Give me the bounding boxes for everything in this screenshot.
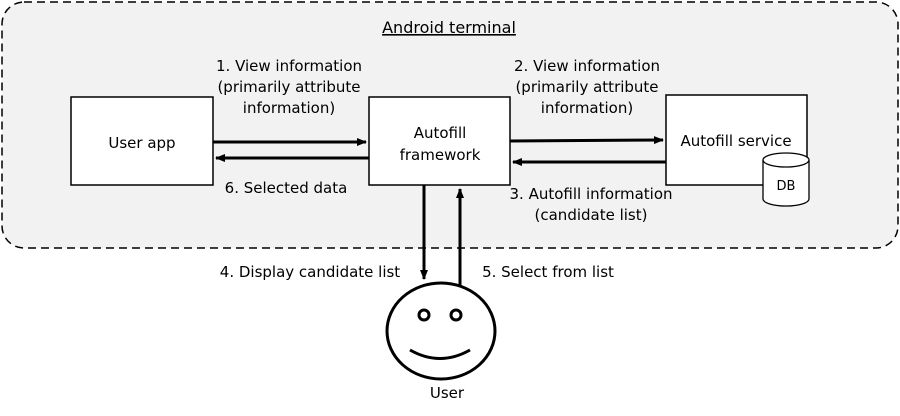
user-label: User — [430, 384, 465, 402]
step-3-line-1: 3. Autofill information — [509, 185, 672, 203]
database-icon — [762, 152, 810, 207]
step-1-line-3: information) — [243, 99, 335, 117]
step-1-line-2: (primarily attribute — [217, 78, 360, 96]
step-2-line-3: information) — [541, 99, 633, 117]
step-3-line-2: (candidate list) — [535, 206, 648, 224]
step-6-label: 6. Selected data — [225, 179, 348, 197]
step-5-label: 5. Select from list — [482, 263, 614, 281]
step-2-line-1: 2. View information — [514, 57, 660, 75]
autofill-framework-label-line2: framework — [400, 146, 481, 164]
step-1-line-1: 1. View information — [216, 57, 362, 75]
autofill-framework-label-line1: Autofill — [414, 124, 467, 142]
database-label: DB — [777, 179, 796, 194]
user-smiley-icon — [385, 281, 497, 381]
autofill-service-label: Autofill service — [680, 132, 791, 150]
arrow-framework-to-service — [509, 136, 664, 145]
android-terminal-title: Android terminal — [382, 18, 516, 37]
step-4-label: 4. Display candidate list — [220, 263, 401, 281]
step-2-line-2: (primarily attribute — [515, 78, 658, 96]
user-app-label: User app — [108, 134, 175, 152]
user-app-box — [70, 96, 214, 186]
